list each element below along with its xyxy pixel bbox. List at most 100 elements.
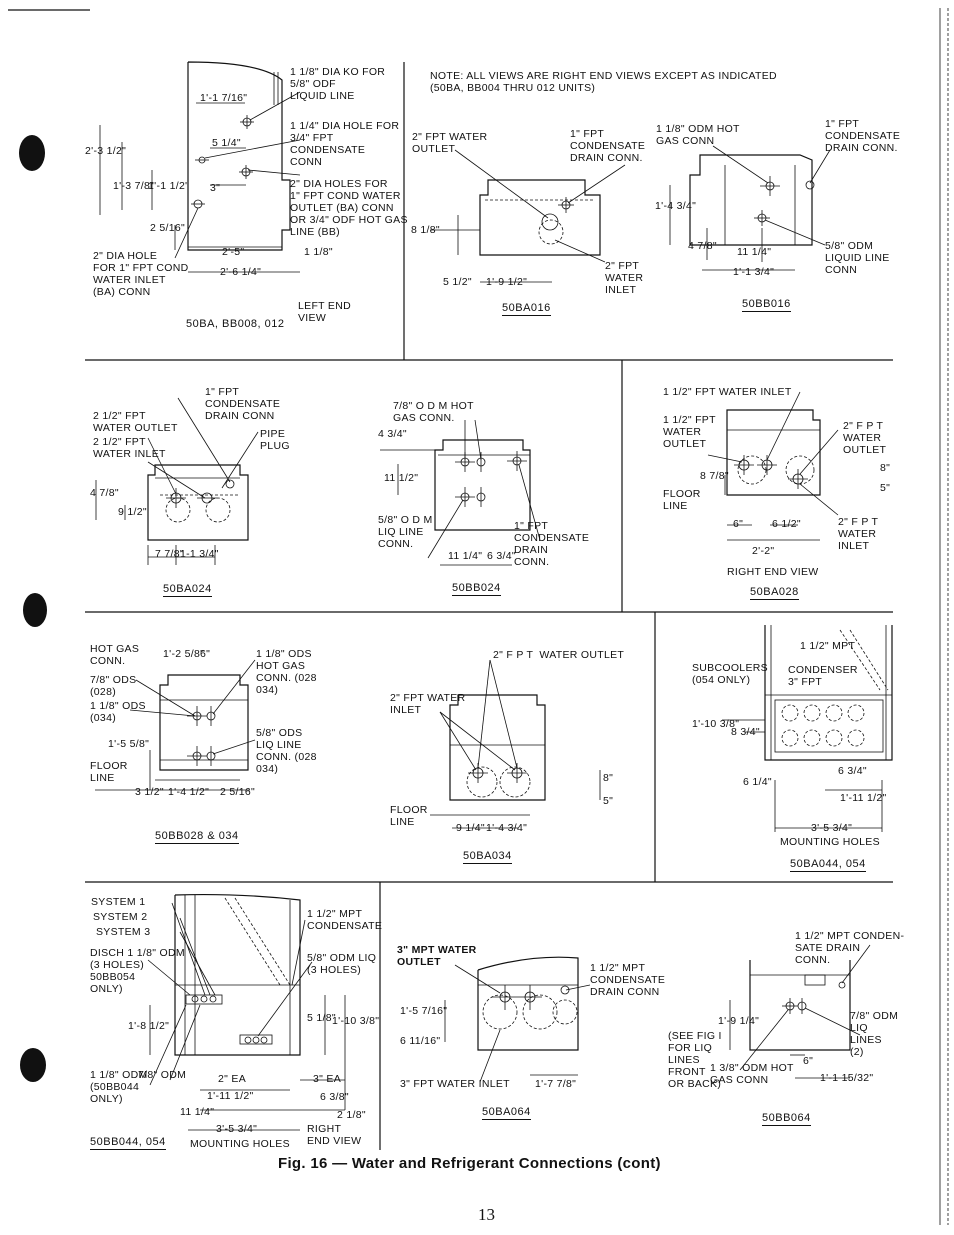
p7-dim: 1'-4 1/2" [168,786,210,798]
p2-dim: 1'-9 1/2" [486,276,528,288]
p7-panel-title: 50BB028 & 034 [155,830,239,844]
p12-callout: (SEE FIG I FOR LIQ LINES FRONT OR BACK) [668,1030,722,1090]
p6-callout: 1 1/2" FPT WATER OUTLET [663,414,716,450]
p10-dim: 1'-10 3/8" [332,1015,380,1027]
p1-panel-title: 50BA, BB008, 012 [186,318,285,330]
panel-2-drawing [430,149,626,283]
p9-callout: SUBCOOLERS (054 ONLY) [692,662,768,686]
p9-dim: 1'-10 3/8" [692,718,740,730]
p1-dim: 2'-6 1/4" [220,266,262,278]
p7-dim: 1'-5 5/8" [108,738,150,750]
p10-dim: 11 1/4" [180,1106,215,1118]
p3-panel-title: 50BB016 [742,298,791,312]
p10-dim: 2" EA [218,1073,246,1085]
p5-callout: 7/8" O D M HOT GAS CONN. [393,400,474,424]
p5-panel-title: 50BB024 [452,582,501,596]
p8-dim: 8" [603,772,614,784]
p7-callout: 7/8" ODS (028) [90,674,137,698]
binding-hole-icon [23,593,47,627]
p10-callout: SYSTEM 3 [96,926,151,938]
p6-dim: 5" [880,482,891,494]
p9-footer: MOUNTING HOLES [780,836,880,848]
p11-panel-title: 50BA064 [482,1106,531,1120]
p10-callout: 7/8" ODM [138,1069,187,1081]
p2-dim: 8 1/8" [411,224,440,236]
p1-dim: 3" [210,182,221,194]
p3-dim: 1'-1 3/4" [733,266,775,278]
p10-view: RIGHT END VIEW [307,1123,362,1147]
p4-callout: 2 1/2" FPT WATER OUTLET [93,410,178,434]
panel-1-drawing [99,61,301,273]
p5-dim: 4 3/4" [378,428,407,440]
p1-dim: 2'-3 1/2" [85,145,127,157]
p12-callout: 7/8" ODM LIQ LINES (2) [850,1010,899,1058]
p6-dim: 6" [733,518,744,530]
p8-callout: 2" F P T WATER OUTLET [493,649,625,661]
p8-panel-title: 50BA034 [463,850,512,864]
p1-dim: 1'-1 7/16" [200,92,248,104]
p6-dim: 6 1/2" [772,518,801,530]
p6-callout: 2" F P T WATER INLET [838,516,879,552]
p9-dim: 3'-5 3/4" [811,822,853,834]
p9-callout: CONDENSER 3" FPT [788,664,858,688]
p3-callout: 1" FPT CONDENSATE DRAIN CONN. [825,118,901,154]
panel-4-drawing [95,397,259,565]
p6-callout: 1 1/2" FPT WATER INLET [663,386,792,398]
binding-hole-icon [19,135,45,171]
binding-hole-icon [20,1048,46,1082]
p8-dim: 1'-4 3/4" [486,822,528,834]
p10-callout: DISCH 1 1/8" ODM (3 HOLES) 50BB054 ONLY) [90,947,185,995]
p1-dim: 2'-5" [222,246,245,258]
p3-callout: 5/8" ODM LIQUID LINE CONN [825,240,890,276]
panel-7-drawing [95,659,256,791]
p3-callout: 1 1/8" ODM HOT GAS CONN [656,123,740,147]
p7-dim: 2 5/16" [220,786,256,798]
p1-view: LEFT END VIEW [298,300,351,324]
p10-panel-title: 50BB044, 054 [90,1136,166,1150]
p1-callout-condensate: 1 1/4" DIA HOLE FOR 3/4" FPT CONDENSATE … [290,120,400,168]
p10-dim: 3'-5 3/4" [216,1123,258,1135]
p6-callout: 2" F P T WATER OUTLET [843,420,887,456]
p12-dim: 6" [803,1055,814,1067]
panel-11-drawing [444,956,591,1083]
p1-dim: 1'-1 1/2" [148,180,190,192]
p12-dim: 1'-9 1/4" [718,1015,760,1027]
page-number: 13 [478,1205,495,1224]
p10-dim: 1'-11 1/2" [207,1090,254,1102]
p7-callout: 1 1/8" ODS HOT GAS CONN. (028 034) [256,648,317,696]
p2-callout: 2" FPT WATER INLET [605,260,644,296]
p6-dim: 8 7/8" [700,470,729,482]
p1-dim: 1 1/8" [304,246,333,258]
p7-dim: 3 1/2" [135,786,164,798]
p6-dim: 2'-2" [752,545,775,557]
p10-callout: SYSTEM 2 [93,911,148,923]
p5-dim: 6 3/4" [487,550,516,562]
p4-dim: 1-1 3/4" [180,548,219,560]
p1-callout-liquid: 1 1/8" DIA KO FOR 5/8" ODF LIQUID LINE [290,66,386,102]
p5-dim: 11 1/4" [448,550,483,562]
p7-dim: 1'-2 5/8" [163,648,205,660]
p6-dim: 8" [880,462,891,474]
p10-dim: 6 3/8" [320,1091,349,1103]
panel-3-drawing [669,145,831,271]
p2-dim: 5 1/2" [443,276,472,288]
p10-footer: MOUNTING HOLES [190,1138,290,1150]
p8-dim: 5" [603,795,614,807]
p4-callout: 2 1/2" FPT WATER INLET [93,436,166,460]
p1-dim: 2 5/16" [150,222,186,234]
p7-callout: FLOOR LINE [90,760,128,784]
p9-dim: 1'-11 1/2" [840,792,887,804]
p9-dim: 8 3/4" [731,726,760,738]
p8-callout: FLOOR LINE [390,804,428,828]
p1-dim: 5 1/4" [212,137,241,149]
p1-callout-inlet: 2" DIA HOLE FOR 1" FPT COND WATER INLET … [93,250,189,298]
p10-callout: 1 1/2" MPT CONDENSATE [307,908,383,932]
p10-dim: 5 1/8" [307,1012,336,1024]
note: NOTE: ALL VIEWS ARE RIGHT END VIEWS EXCE… [430,70,777,94]
p1-dim: 1'-3 7/8" [113,180,155,192]
p12-dim: 1'-1 15/32" [820,1072,874,1084]
p2-panel-title: 50BA016 [502,302,551,316]
p11-callout: 1 1/2" MPT CONDENSATE DRAIN CONN [590,962,666,998]
p10-dim: 2 1/8" [337,1109,366,1121]
